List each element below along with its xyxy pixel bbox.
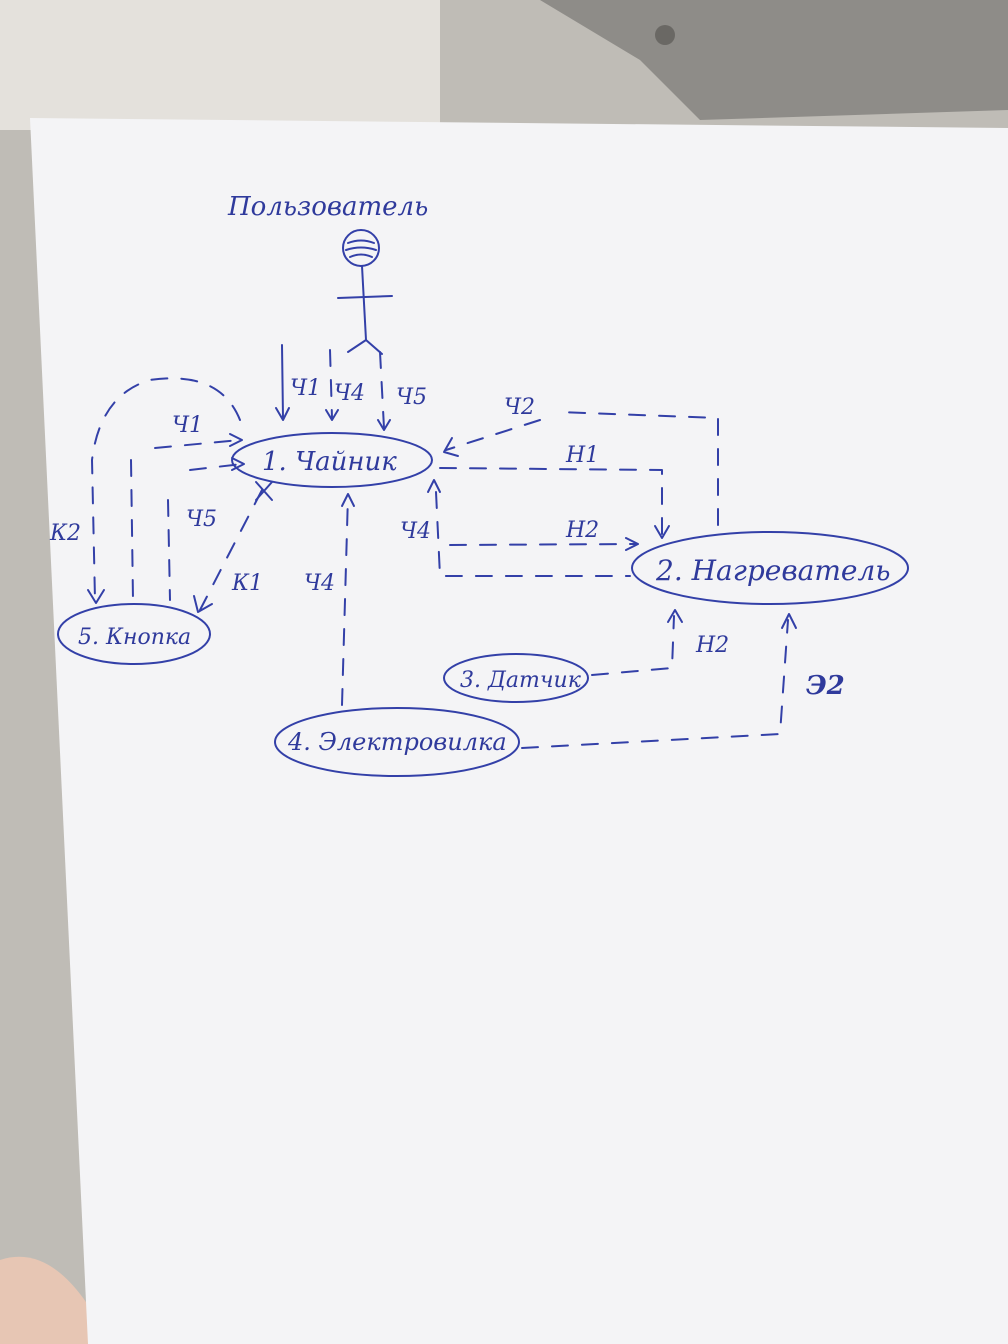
- node-button: 5. Кнопка: [57, 603, 211, 665]
- edge-label-c5-left: Ч5: [186, 507, 217, 532]
- node-plug: 4. Электровилка: [274, 707, 520, 777]
- edge-label-k2: К2: [49, 521, 81, 546]
- stick-figure: [337, 229, 393, 355]
- edge-label-h2-sensor: Н2: [695, 633, 729, 658]
- edge-label-user-c4: Ч4: [334, 381, 365, 406]
- edge-label-c1-left: Ч1: [172, 413, 203, 438]
- arrow-plug-kettle: Ч4: [304, 493, 355, 706]
- curtain: [0, 0, 440, 130]
- user-actor: Пользователь: [227, 192, 428, 355]
- edge-label-c4-vert: Ч4: [304, 571, 335, 596]
- edge-label-user-c1: Ч1: [290, 376, 321, 401]
- node-kettle: 1. Чайник: [231, 432, 433, 488]
- arrows-user-to-kettle: Ч1 Ч4 Ч5: [275, 344, 427, 431]
- edge-label-h1: Н1: [565, 443, 599, 468]
- edge-label-k1: К1: [231, 571, 263, 596]
- arrows-button-kettle: Ч1 Ч5 К2 К1: [49, 377, 273, 613]
- node-kettle-label: 1. Чайник: [262, 447, 397, 477]
- arrows-kettle-heater: Ч2 Н1 Н2 Ч4: [400, 395, 719, 577]
- edge-label-h2-mid: Н2: [565, 518, 599, 543]
- node-heater-label: 2. Нагреватель: [655, 554, 891, 587]
- lamp-screw: [655, 25, 675, 45]
- node-sensor-label: 3. Датчик: [460, 668, 582, 693]
- edge-label-e2: Э2: [806, 671, 845, 701]
- node-plug-label: 4. Электровилка: [287, 728, 507, 756]
- finger: [0, 1256, 110, 1344]
- actor-label: Пользователь: [227, 192, 428, 222]
- edge-label-c4-right: Ч4: [400, 519, 431, 544]
- node-button-label: 5. Кнопка: [78, 625, 191, 650]
- edge-label-c2-top: Ч2: [504, 395, 535, 420]
- arrows-to-heater-bottom: Н2 Э2: [521, 609, 845, 749]
- node-heater: 2. Нагреватель: [631, 531, 909, 605]
- edge-label-user-c5: Ч5: [396, 385, 427, 410]
- node-sensor: 3. Датчик: [443, 653, 589, 703]
- paper-sheet: [30, 118, 1008, 1344]
